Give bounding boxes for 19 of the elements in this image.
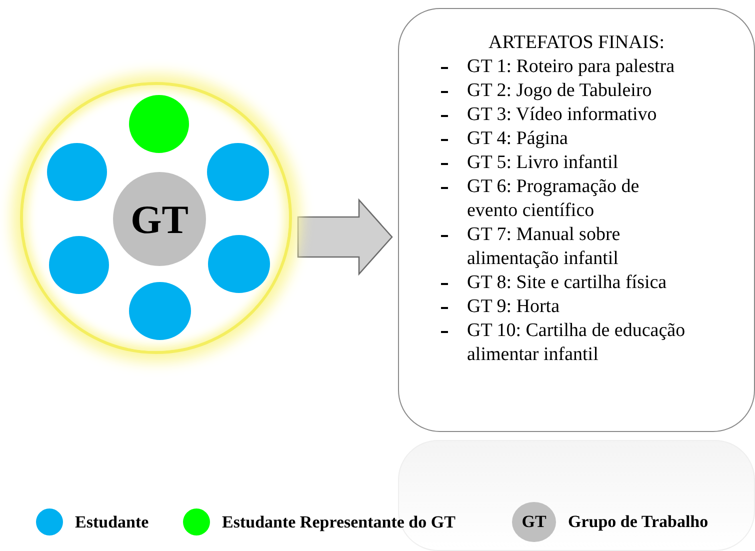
list-item: GT 7: Manual sobre alimentação infantil [467, 223, 622, 271]
legend-text: Estudante [75, 512, 149, 532]
list-item: GT 6: Programação de evento científico [467, 175, 640, 223]
glowing-group-circle [20, 82, 292, 354]
list-item: GT 10: Cartilha de educação alimentar infantil [467, 319, 686, 367]
block-arrow [297, 198, 393, 276]
legend-text: Grupo de Trabalho [568, 512, 708, 532]
list-item: GT 5: Livro infantil [467, 151, 620, 175]
legend-text: Estudante Representante do GT [222, 512, 456, 532]
list-item: GT 8: Site e cartilha física [467, 271, 668, 295]
circle-label: GT [130, 196, 188, 242]
list-item: GT 4: Página [467, 127, 569, 151]
list-item: GT 2: Jogo de Tabuleiro [467, 79, 653, 103]
box-heading: ARTEFATOS FINAIS: [487, 31, 666, 55]
list-item: GT 1: Roteiro para palestra [467, 55, 676, 79]
rounded-text-box [398, 8, 755, 432]
list-item: GT 9: Horta [467, 295, 561, 319]
list-item: GT 3: Vídeo informativo [467, 103, 658, 127]
swatch-label: GT [522, 512, 546, 532]
